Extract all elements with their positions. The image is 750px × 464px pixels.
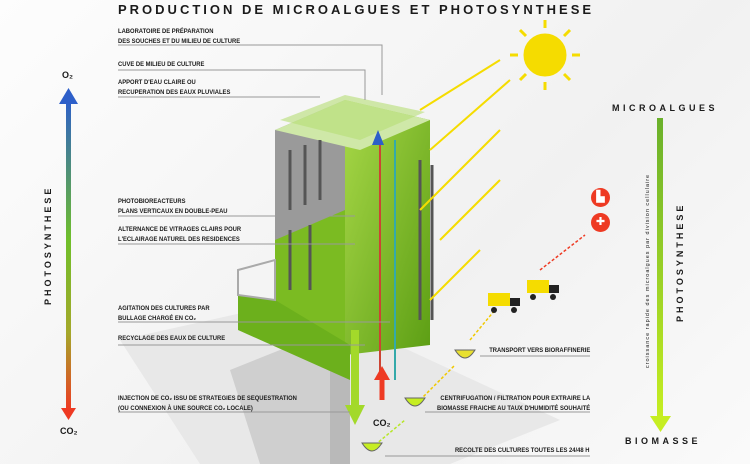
- label-transport: TRANSPORT VERS BIORAFFINERIE: [488, 347, 590, 354]
- right-axis-label: PHOTOSYNTHESE: [675, 202, 685, 322]
- label-recyclage: RECYCLAGE DES EAUX DE CULTURE: [118, 335, 226, 342]
- process-arrows: [345, 234, 586, 452]
- leader-lines: [118, 44, 590, 457]
- sunlight-rays: [419, 59, 511, 301]
- building-tower: [237, 95, 434, 380]
- sun-icon: [510, 20, 580, 90]
- factory-icon: ▙: [591, 188, 610, 207]
- right-axis-caption: croissance rapide des microalgues par di…: [645, 173, 651, 369]
- label-injection: INJECTION DE CO₂ ISSU DE STRATEGIES DE S…: [118, 395, 297, 412]
- truck-icon: [488, 280, 559, 313]
- label-recolte: RECOLTE DES CULTURES TOUTES LES 24/48 H: [455, 447, 590, 454]
- page-title: PRODUCTION DE MICROALGUES ET PHOTOSYNTHE…: [118, 2, 595, 17]
- pharmacy-icon: ✚: [591, 213, 610, 232]
- label-cuve: CUVE DE MILIEU DE CULTURE: [118, 61, 205, 68]
- right-axis-top: MICROALGUES: [612, 103, 718, 113]
- left-axis-label: PHOTOSYNTHESE: [43, 185, 53, 305]
- right-axis-arrow: [650, 118, 671, 432]
- co2-label: CO₂: [373, 418, 391, 428]
- label-centrifugation: CENTRIFUGATION / FILTRATION POUR EXTRAIR…: [436, 395, 590, 412]
- building-base: [120, 300, 560, 464]
- left-axis-top: O₂: [62, 70, 73, 80]
- left-axis-arrow: [59, 88, 78, 420]
- right-axis-bottom: BIOMASSE: [625, 436, 702, 446]
- left-axis-bottom: CO₂: [60, 426, 78, 436]
